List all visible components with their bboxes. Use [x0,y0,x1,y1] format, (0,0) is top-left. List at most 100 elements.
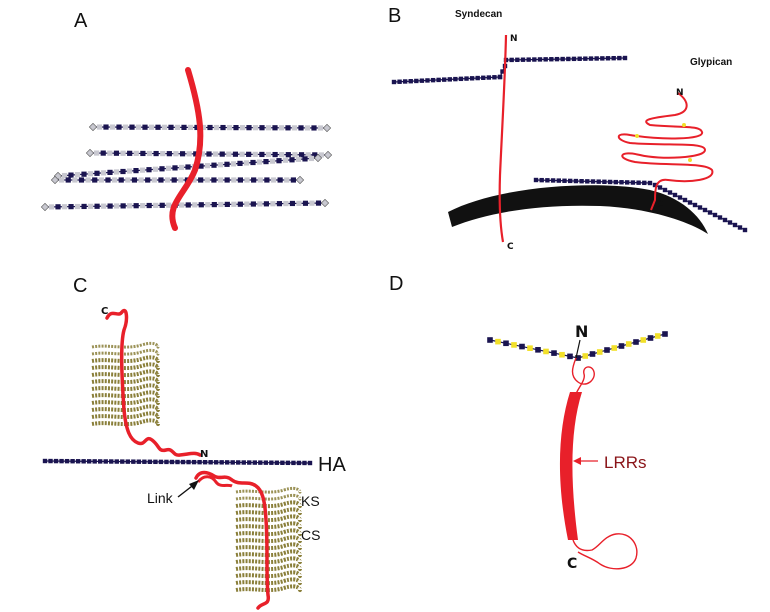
upper-gag-row [91,390,160,399]
panel-a-gag-chain-4-unit [138,177,144,183]
panel-a-gag-chain-5-unit [114,203,120,209]
panel-a-gag-chain-1-unit [135,124,142,130]
panel-a-gag-chain-4-unit [211,177,217,183]
ha-chain-unit [175,459,180,465]
panel-a-gag-chain-5-end [320,198,330,208]
panel-a-gag-chain-2-unit [226,151,232,157]
syndecan-gag-chain-2-unit [571,56,577,62]
panel-a-gag-chain-5-unit [270,201,276,207]
panel-a-gag-chain-1-unit [200,124,207,131]
panel-a-gag-chain-3-unit [276,158,282,164]
panel-a-gag-chain-4-unit [204,177,210,183]
panel-a-gag-chain-5-unit [127,203,133,209]
glypican-gag-chain-2-unit [662,187,668,193]
syndecan-label: Syndecan [455,9,502,20]
panel-a-gag-chain-3-unit [139,167,146,173]
decorin-gag-right-unit [654,333,661,339]
panel-a-gag-chain-5-unit [55,204,61,210]
panel-a-gag-chains [40,122,333,212]
panel-a-gag-chain-5-unit [263,201,269,207]
panel-a-gag-chain-3-unit [107,169,113,175]
panel-a-gag-chain-4-unit [98,177,104,183]
panel-a-gag-chain-2-unit [206,151,212,157]
panel-a-gag-chain-3-unit [152,166,159,172]
ha-chain-unit [280,460,285,465]
panel-a-gag-chain-3-unit [120,168,126,175]
panel-a-gag-chain-4-unit [224,177,230,183]
panel-b: B Syndecan Glypican N C N C [388,5,748,252]
decorin-gag-right-unit [582,353,589,359]
decorin-gag-right-unit [589,351,596,357]
panel-a-gag-chain-3-unit [146,167,152,173]
panel-a-gag-chain-3-unit [308,155,315,162]
syndecan-gag-chain-1b-unit [500,69,505,74]
panel-a-gag-chain-1-end [322,123,332,133]
panel-a-gag-chain-2-unit [133,150,139,156]
decorin-gag-right-unit [596,349,603,355]
panel-a-gag-chain-4-unit [277,177,283,183]
panel-a-gag-chain-1-unit [272,125,278,131]
panel-a-gag-chain-5-unit [48,204,55,210]
panel-a-gag-chain-5-unit [74,203,81,210]
upper-gag-row [91,362,160,371]
syndecan-gag-chain-2-unit [617,55,622,61]
ha-chain-unit [197,459,202,465]
panel-a-gag-chain-5-unit [68,204,74,210]
glypican-gag-chain-1-unit [550,178,556,183]
link-label: Link [147,490,174,506]
ha-chain-unit [202,460,208,465]
panel-a-gag-chain-1-unit [168,124,174,130]
decorin-gag-right-unit [618,343,625,349]
glypican-gag-chain-1-unit [607,179,613,185]
panel-a-gag-chain-3-unit [81,171,87,177]
panel-a-gag-chain-3-unit [185,164,191,170]
ha-chain-unit [147,459,153,464]
syndecan-gag-chain-1-unit [481,75,486,80]
panel-a-gag-chain-3-unit [250,159,256,166]
lower-gag-row [235,535,302,544]
panel-a-gag-chain-5-unit [94,203,100,209]
panel-a-gag-chain-5-unit [166,202,172,208]
panel-b-label: B [388,5,401,27]
decorin-gag-left-unit [487,337,493,343]
syndecan-gag-chain-2-unit [605,56,611,61]
panel-a-gag-chain-4-unit [178,177,184,183]
syndecan-gag-chain-2-unit [594,56,599,61]
panel-a-gag-chain-3-unit [100,170,107,176]
panel-d-label: D [389,273,403,295]
glypican-gag-chain-1-unit [630,180,636,185]
panel-a-gag-chain-1-unit [220,124,226,131]
panel-a-gag-chain-4-unit [257,177,263,183]
lower-gag-row [235,500,302,509]
panel-a-gag-chain-2-unit [146,150,153,157]
panel-a-gag-chain-3-unit [263,159,269,165]
panel-a-gag-chain-2-unit [100,150,106,156]
panel-a-gag-chain-3-unit [68,172,74,178]
lower-gag-row [235,514,302,523]
panel-a-gag-chain-2-unit [140,150,146,157]
panel-a-gag-chain-1-unit [259,125,265,131]
link-protein [196,475,233,488]
panel-a-gag-chain-5-unit [87,203,94,209]
lower-gag-row [235,556,302,565]
glypican-gag-chain-1-unit [647,180,653,186]
panel-a-gag-chain-2-unit [298,152,305,158]
upper-gag-row [91,355,160,364]
ha-chain-unit [241,460,246,465]
syndecan-n-terminus: N [510,34,518,44]
panel-a-gag-chain-5-unit [81,203,87,210]
glypican-label: Glypican [690,57,732,68]
glypican-gag-chain-2-unit [682,197,688,203]
decorin-gag-left-unit [535,347,541,353]
upper-gag-row [91,376,160,385]
ha-chain-unit [81,459,86,464]
panel-a-gag-chain-5-unit [205,202,211,208]
panel-a-gag-chain-4-unit [198,177,204,183]
panel-a-gag-chain-1-unit [213,124,220,131]
panel-a-gag-chain-4-unit [118,177,124,183]
glypican-gag-chain-2-unit [692,202,698,208]
panel-a-gag-chain-2-unit [265,151,272,158]
panel-a-gag-chain-3-unit [237,160,243,166]
aggrecan-gag-block-lower [235,486,302,593]
